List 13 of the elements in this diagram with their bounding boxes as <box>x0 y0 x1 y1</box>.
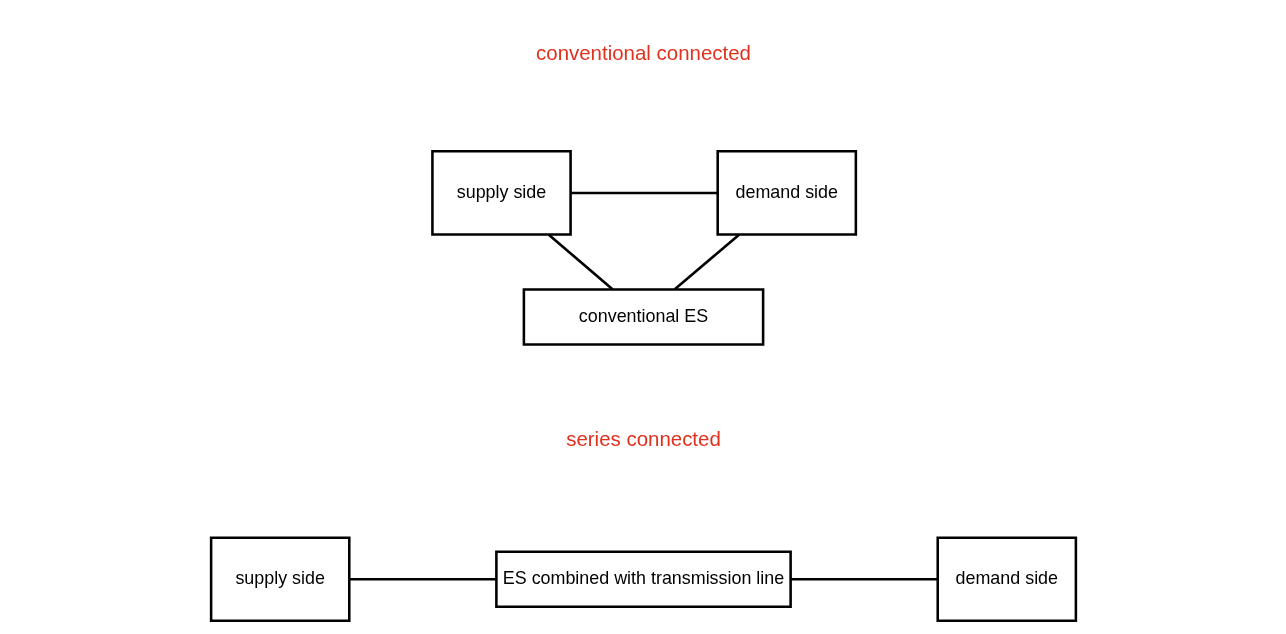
label: conventional connected <box>535 40 751 64</box>
node-box: supply side <box>430 150 572 236</box>
connector <box>570 191 718 195</box>
node-box: supply side <box>209 536 351 623</box>
connector <box>673 233 740 291</box>
connector <box>790 577 938 581</box>
label: series connected <box>565 426 721 450</box>
node-box: conventional ES <box>522 288 764 346</box>
connector <box>348 577 496 581</box>
node-box: demand side <box>715 150 857 236</box>
connector <box>547 233 613 291</box>
node-box: demand side <box>935 536 1077 623</box>
node-box: ES combined with transmission line <box>494 550 792 609</box>
